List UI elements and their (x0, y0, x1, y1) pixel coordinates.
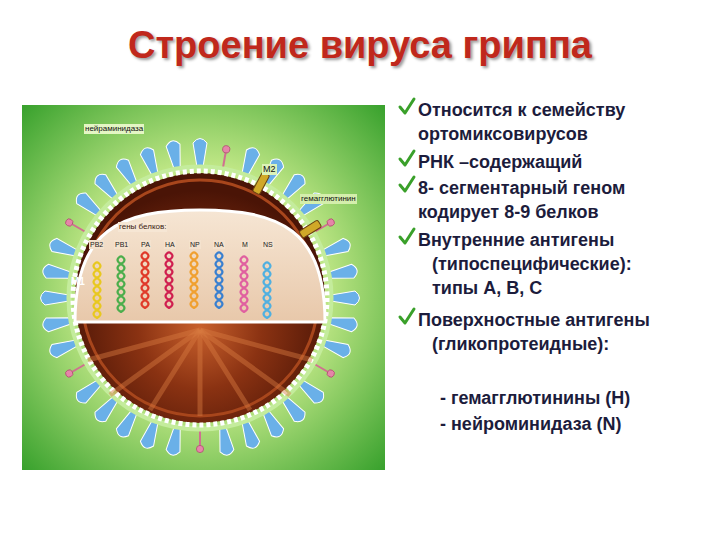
gene-label: HA (164, 240, 176, 249)
gene-label: PB1 (114, 240, 129, 249)
virus-body (75, 173, 325, 423)
part-label: М2 (262, 164, 277, 175)
body-streaks (88, 330, 312, 416)
part-label: гены белков: (118, 222, 167, 232)
check-marks (400, 99, 414, 323)
gene-label: NS (262, 240, 274, 249)
lipid-membrane (73, 171, 327, 425)
envelope-outer (69, 167, 331, 429)
bullet-text: - гемагглютинины (Н) (440, 386, 710, 410)
gene-label: NP (189, 240, 201, 249)
bullet-text: - нейроминидаза (N) (440, 412, 710, 436)
bullet-text: Внутренние антигены (типоспецифические):… (418, 228, 662, 300)
bullet-text: Относится к семейству ортомиксовирусов (418, 98, 710, 146)
green-panel (22, 105, 385, 470)
part-label: гемагглютинин (300, 194, 357, 204)
bullet-text: Поверхностные антигены (гликопротеидные)… (418, 308, 668, 356)
part-label: M1 (70, 276, 86, 288)
hemagglutinin-spikes (41, 139, 360, 457)
m2-channels (252, 172, 321, 239)
slide-title: Строение вируса гриппа (0, 24, 720, 67)
neuraminidase-spikes (64, 145, 335, 452)
rna-segments (94, 252, 271, 318)
gene-label: NA (213, 240, 225, 249)
nucleocapsid-region (75, 210, 325, 322)
bullet-text: РНК –содержащий (418, 150, 710, 174)
part-label: нейраминидаза (84, 124, 144, 134)
gene-label: PA (140, 240, 151, 249)
gene-label: PB2 (89, 240, 104, 249)
gene-label: M (241, 240, 249, 249)
bullet-text: 8- сегментарный геном кодирует 8-9 белко… (418, 176, 710, 224)
